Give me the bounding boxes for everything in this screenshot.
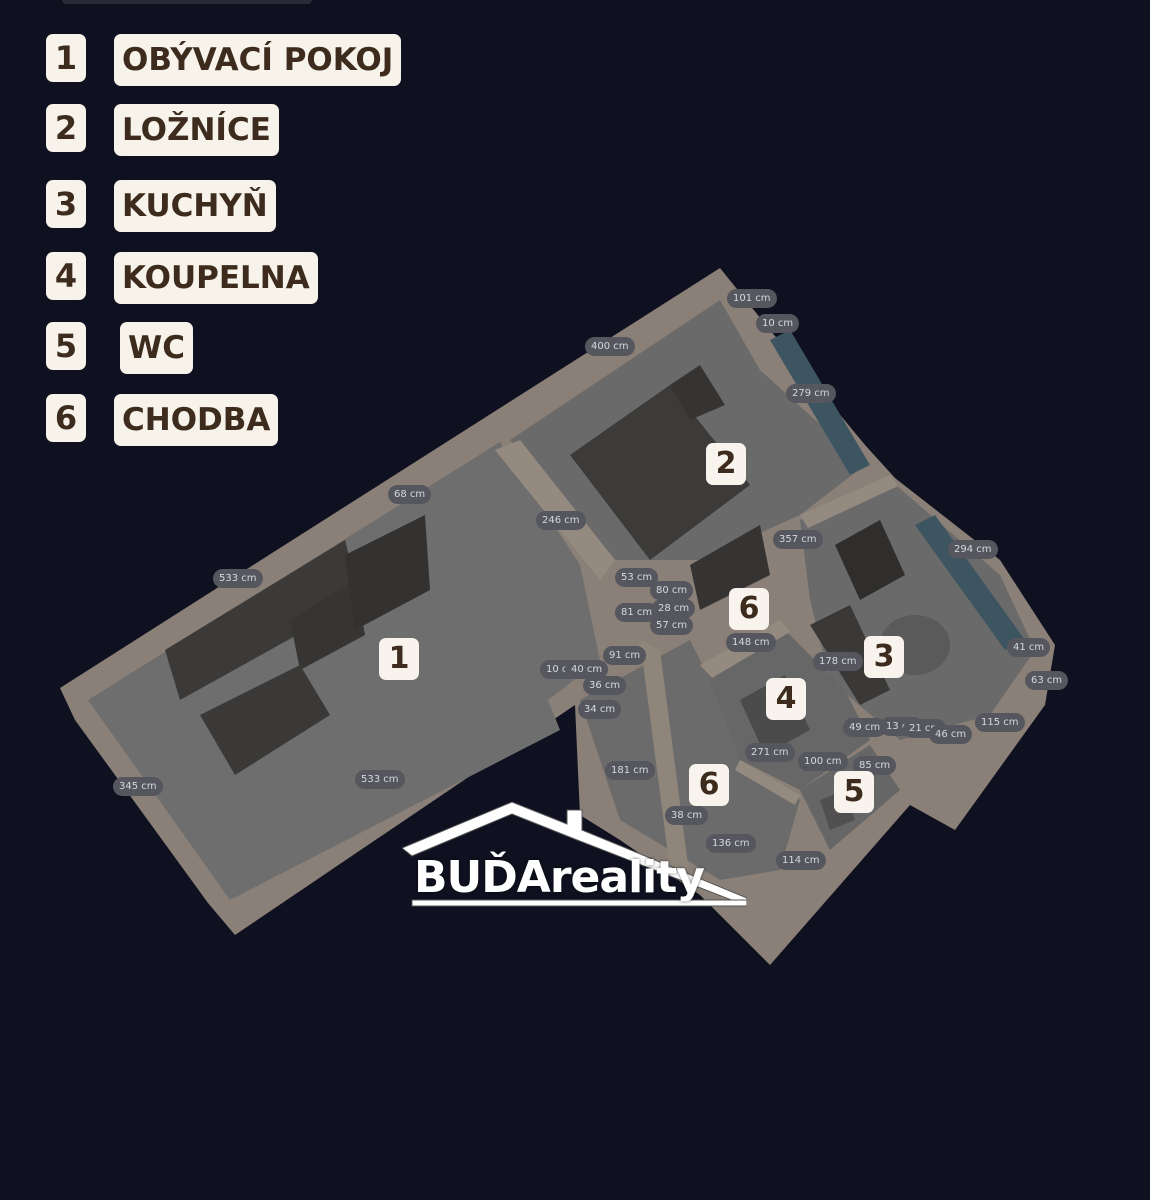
- dimension-tag: 41 cm: [1007, 638, 1051, 657]
- dimension-tag: 345 cm: [113, 777, 163, 796]
- legend-number: 6: [46, 394, 86, 442]
- dimension-tag: 38 cm: [665, 806, 709, 825]
- room-tag-bathroom: 4: [766, 678, 806, 720]
- dimension-tag: 148 cm: [726, 633, 776, 652]
- partition-wall: [495, 440, 615, 580]
- sofa: [165, 540, 360, 700]
- dimension-tag: 178 cm: [813, 652, 863, 671]
- coffee-table: [200, 665, 330, 775]
- legend-number: 5: [46, 322, 86, 370]
- dimension-tag: 181 cm: [605, 761, 655, 780]
- dimension-tag: 279 cm: [786, 384, 836, 403]
- tv-cabinet: [345, 515, 430, 630]
- fridge: [835, 520, 905, 600]
- partition-wall: [800, 475, 898, 528]
- dimension-tag: 36 cm: [583, 676, 627, 695]
- dimension-tag: 357 cm: [773, 530, 823, 549]
- dimension-tag: 114 cm: [776, 851, 826, 870]
- dresser: [690, 525, 770, 610]
- dimension-tag: 63 cm: [1025, 671, 1069, 690]
- room-tag-kitchen: 3: [864, 636, 904, 678]
- sofa: [290, 580, 365, 670]
- dimension-tag: 57 cm: [650, 616, 694, 635]
- room-tag-hallway: 6: [729, 588, 769, 630]
- living-room-floor: [88, 442, 600, 900]
- legend-label: CHODBA: [114, 394, 279, 446]
- legend-label: KUCHYŇ: [114, 180, 276, 232]
- dimension-tag: 115 cm: [975, 713, 1025, 732]
- partition-wall: [735, 760, 800, 805]
- dimension-tag: 136 cm: [706, 834, 756, 853]
- brand-name: BUĎAreality: [414, 852, 705, 903]
- legend-label: OBÝVACÍ POKOJ: [114, 34, 402, 86]
- room-tag-living-room: 1: [379, 638, 419, 680]
- legend-number: 3: [46, 180, 86, 228]
- legend-number: 1: [46, 34, 86, 82]
- room-tag-bedroom: 2: [706, 443, 746, 485]
- legend-label: LOŽNÍCE: [114, 104, 279, 156]
- room-tag-wc: 5: [834, 771, 874, 813]
- dimension-tag: 68 cm: [388, 485, 432, 504]
- dimension-tag: 400 cm: [585, 337, 635, 356]
- dimension-tag: 10 cm: [756, 314, 800, 333]
- dimension-tag: 46 cm: [929, 725, 973, 744]
- dimension-tag: 80 cm: [650, 581, 694, 600]
- top-strip: [62, 0, 312, 4]
- dimension-tag: 28 cm: [652, 599, 696, 618]
- legend-number: 4: [46, 252, 86, 300]
- dimension-tag: 91 cm: [603, 646, 647, 665]
- dimension-tag: 294 cm: [948, 540, 998, 559]
- dimension-tag: 49 cm: [843, 718, 887, 737]
- hallway-floor: [580, 640, 800, 880]
- legend-number: 2: [46, 104, 86, 152]
- legend-label: KOUPELNA: [114, 252, 318, 304]
- bed: [570, 385, 750, 560]
- dimension-tag: 101 cm: [727, 289, 777, 308]
- dimension-tag: 85 cm: [853, 756, 897, 775]
- room-tag-hallway: 6: [689, 764, 729, 806]
- nightstand: [670, 365, 725, 420]
- dimension-tag: 53 cm: [615, 568, 659, 587]
- dimension-tag: 40 cm: [565, 660, 609, 679]
- dimension-tag: 34 cm: [578, 700, 622, 719]
- dimension-tag: 246 cm: [536, 511, 586, 530]
- dimension-tag: 271 cm: [745, 743, 795, 762]
- dimension-tag: 533 cm: [355, 770, 405, 789]
- brand-logo: BUĎAreality: [401, 800, 748, 910]
- kitchen-accent-wall: [915, 515, 1025, 650]
- dimension-tag: 81 cm: [615, 603, 659, 622]
- dimension-tag: 533 cm: [213, 569, 263, 588]
- dimension-tag: 100 cm: [798, 752, 848, 771]
- legend-label: WC: [120, 322, 193, 374]
